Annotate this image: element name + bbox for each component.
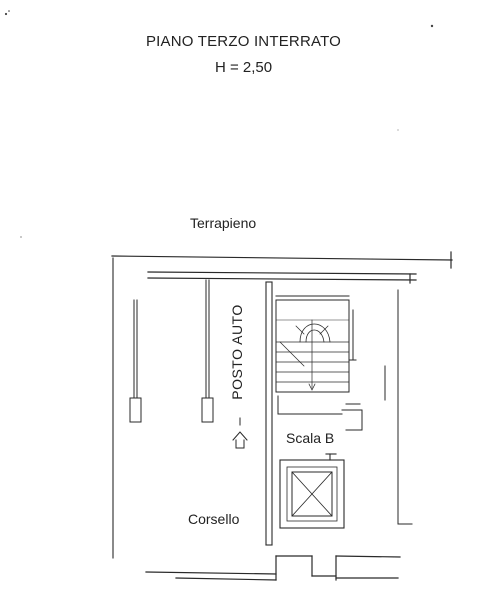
height-label: H = 2,50 — [214, 59, 273, 76]
bottom-boundary-wall — [145, 555, 401, 581]
stair-landing-walls — [277, 395, 363, 431]
terrapieno-label: Terrapieno — [190, 215, 257, 231]
parking-direction-arrow — [232, 417, 248, 449]
central-wall — [265, 281, 273, 546]
stair-b-label: Scala B — [286, 430, 335, 446]
staircase-b — [275, 295, 357, 393]
right-side-walls — [384, 289, 413, 525]
parking-divider-center — [201, 279, 214, 423]
plan-title: PIANO TERZO INTERRATO — [145, 33, 342, 50]
top-boundary-wall — [111, 251, 453, 284]
parking-divider-left — [129, 299, 142, 423]
elevator-shaft — [279, 453, 345, 529]
corridor-label: Corsello — [188, 511, 240, 527]
scan-specks — [4, 10, 434, 238]
